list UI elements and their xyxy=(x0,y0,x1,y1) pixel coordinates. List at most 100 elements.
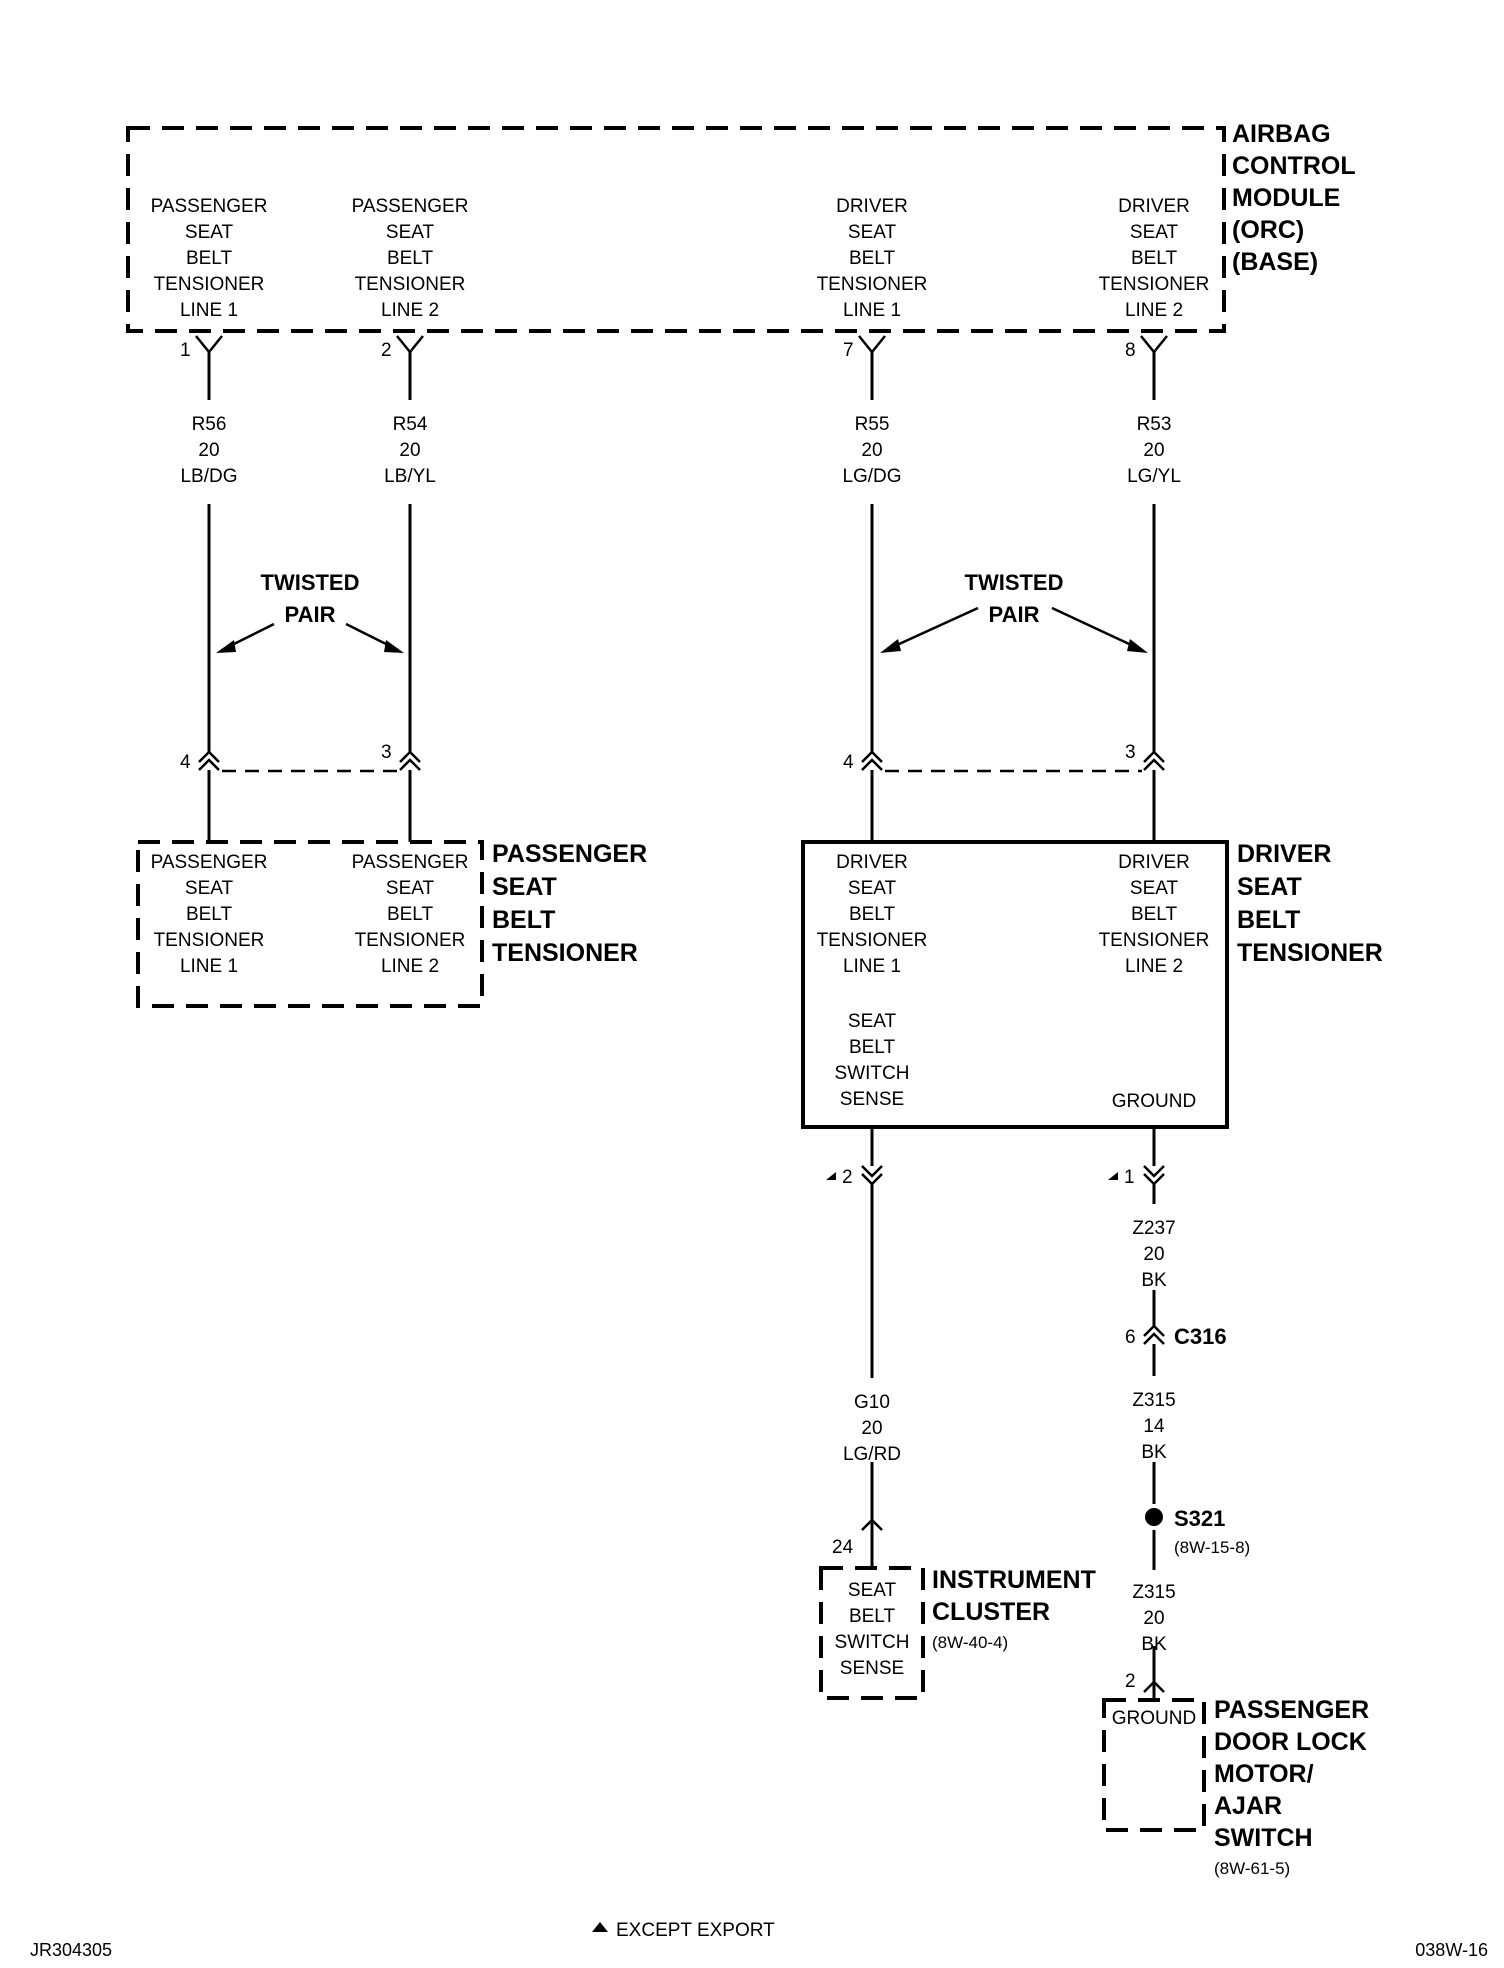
svg-text:PAIR: PAIR xyxy=(285,602,336,627)
svg-text:20: 20 xyxy=(198,440,219,461)
svg-text:LB/YL: LB/YL xyxy=(384,466,436,487)
svg-text:BK: BK xyxy=(1141,1270,1167,1291)
pin-label-line: DRIVER xyxy=(1118,196,1190,217)
svg-text:2: 2 xyxy=(842,1167,853,1188)
svg-text:DRIVER: DRIVER xyxy=(836,852,908,873)
legend-note: EXCEPT EXPORT xyxy=(616,1920,775,1941)
svg-text:SEAT: SEAT xyxy=(1130,878,1179,899)
svg-text:TENSIONER: TENSIONER xyxy=(817,930,928,951)
driver-tensioner-title: DRIVER SEAT BELT TENSIONER xyxy=(1237,840,1383,967)
twisted-pair-right: TWISTED PAIR xyxy=(880,570,1148,653)
splice-s321: S321 (8W-15-8) xyxy=(1145,1506,1250,1557)
passenger-door-lock-motor-ajar-switch: 2 GROUND PASSENGER DOOR LOCK MOTOR/ AJAR… xyxy=(1102,1671,1369,1878)
wire-label-r53: R53 20 LG/YL xyxy=(1127,414,1181,487)
arrow-head xyxy=(216,640,236,653)
figure-id: JR304305 xyxy=(30,1940,112,1960)
pin-number: 3 xyxy=(1125,742,1136,763)
svg-text:SEAT: SEAT xyxy=(1237,873,1302,901)
pin-number: 3 xyxy=(381,742,392,763)
svg-text:R53: R53 xyxy=(1137,414,1172,435)
svg-text:Z315: Z315 xyxy=(1132,1582,1175,1603)
svg-text:SWITCH: SWITCH xyxy=(1214,1824,1313,1852)
splice-dot xyxy=(1145,1508,1163,1526)
module-pin-passenger-line1: PASSENGER SEAT BELT TENSIONER LINE 1 xyxy=(151,196,268,321)
driver-pin-labels: DRIVER SEAT BELT TENSIONER LINE 1 DRIVER… xyxy=(817,852,1210,1112)
wire-label-r56: R56 20 LB/DG xyxy=(180,414,237,487)
svg-text:PAIR: PAIR xyxy=(989,602,1040,627)
lower-wires xyxy=(870,1184,1156,1682)
pin-label-line: BELT xyxy=(387,248,434,269)
pin-label-line: LINE 2 xyxy=(1125,300,1183,321)
svg-text:Z237: Z237 xyxy=(1132,1218,1175,1239)
svg-text:DOOR LOCK: DOOR LOCK xyxy=(1214,1728,1367,1756)
svg-text:SEAT: SEAT xyxy=(185,878,234,899)
passenger-pin-labels: PASSENGER SEAT BELT TENSIONER LINE 1 PAS… xyxy=(151,852,469,977)
svg-text:BELT: BELT xyxy=(387,904,434,925)
terminal-symbol xyxy=(195,335,223,354)
pin-number: 2 xyxy=(381,340,392,361)
arrow-head xyxy=(1127,639,1148,653)
module-title: AIRBAG CONTROL MODULE (ORC) (BASE) xyxy=(1232,120,1356,276)
svg-text:BELT: BELT xyxy=(849,1037,896,1058)
module-terminals xyxy=(195,335,1168,354)
svg-text:BELT: BELT xyxy=(186,904,233,925)
pin-label-line: BELT xyxy=(1131,248,1178,269)
svg-text:LG/YL: LG/YL xyxy=(1127,466,1181,487)
pin-label-line: SEAT xyxy=(386,222,435,243)
svg-text:SWITCH: SWITCH xyxy=(835,1063,910,1084)
terminal-symbol xyxy=(396,335,424,354)
pin-label-line: PASSENGER xyxy=(352,196,469,217)
pin-number: 7 xyxy=(843,340,854,361)
page-ref: 038W-16 xyxy=(1415,1940,1488,1960)
driver-seat-belt-tensioner: DRIVER SEAT BELT TENSIONER LINE 1 DRIVER… xyxy=(801,840,1383,1129)
except-export-triangle xyxy=(1108,1172,1118,1180)
svg-text:SWITCH: SWITCH xyxy=(835,1632,910,1653)
svg-text:BELT: BELT xyxy=(849,904,896,925)
svg-text:SENSE: SENSE xyxy=(840,1658,904,1679)
pin-label-line: SEAT xyxy=(848,222,897,243)
svg-text:BELT: BELT xyxy=(1131,904,1178,925)
svg-text:LG/RD: LG/RD xyxy=(843,1444,901,1465)
pin-label-line: TENSIONER xyxy=(817,274,928,295)
svg-text:20: 20 xyxy=(399,440,420,461)
terminal-symbol xyxy=(858,335,886,354)
svg-text:BK: BK xyxy=(1141,1442,1167,1463)
svg-text:S321: S321 xyxy=(1174,1506,1225,1531)
svg-text:BK: BK xyxy=(1141,1634,1167,1655)
svg-text:20: 20 xyxy=(1143,1608,1164,1629)
svg-text:SEAT: SEAT xyxy=(386,878,435,899)
svg-text:1: 1 xyxy=(1124,1167,1135,1188)
svg-text:(8W-15-8): (8W-15-8) xyxy=(1174,1538,1250,1557)
svg-text:PASSENGER: PASSENGER xyxy=(352,852,469,873)
svg-text:TENSIONER: TENSIONER xyxy=(1237,939,1383,967)
svg-text:CLUSTER: CLUSTER xyxy=(932,1598,1050,1626)
passenger-tensioner-connector: 4 3 xyxy=(180,742,421,773)
pin-label-line: BELT xyxy=(849,248,896,269)
wire-label-z237: Z237 20 BK xyxy=(1132,1218,1175,1291)
svg-text:20: 20 xyxy=(1143,1244,1164,1265)
svg-text:TWISTED: TWISTED xyxy=(261,570,360,595)
module-title-line: CONTROL xyxy=(1232,152,1356,180)
svg-text:Z315: Z315 xyxy=(1132,1390,1175,1411)
pin-number: 24 xyxy=(832,1537,854,1558)
svg-text:BELT: BELT xyxy=(492,906,555,934)
pin-label-line: SEAT xyxy=(185,222,234,243)
footer: JR304305 EXCEPT EXPORT 038W-16 xyxy=(30,1920,1488,1960)
svg-text:6: 6 xyxy=(1125,1327,1136,1348)
svg-text:AJAR: AJAR xyxy=(1214,1792,1282,1820)
wire-label-z315-14: Z315 14 BK xyxy=(1132,1390,1175,1463)
svg-text:20: 20 xyxy=(861,440,882,461)
svg-text:PASSENGER: PASSENGER xyxy=(151,852,268,873)
svg-text:GROUND: GROUND xyxy=(1112,1091,1196,1112)
svg-text:LB/DG: LB/DG xyxy=(180,466,237,487)
svg-text:14: 14 xyxy=(1143,1416,1165,1437)
pin-number: 2 xyxy=(1125,1671,1136,1692)
instrument-cluster: 24 SEAT BELT SWITCH SENSE INSTRUMENT CLU… xyxy=(819,1518,1096,1700)
svg-text:SEAT: SEAT xyxy=(848,1580,897,1601)
svg-text:(8W-40-4): (8W-40-4) xyxy=(932,1633,1008,1652)
module-pin-driver-line2: DRIVER SEAT BELT TENSIONER LINE 2 xyxy=(1099,196,1210,321)
svg-text:TENSIONER: TENSIONER xyxy=(492,939,638,967)
svg-text:LINE 2: LINE 2 xyxy=(381,956,439,977)
pin-label-line: TENSIONER xyxy=(1099,274,1210,295)
